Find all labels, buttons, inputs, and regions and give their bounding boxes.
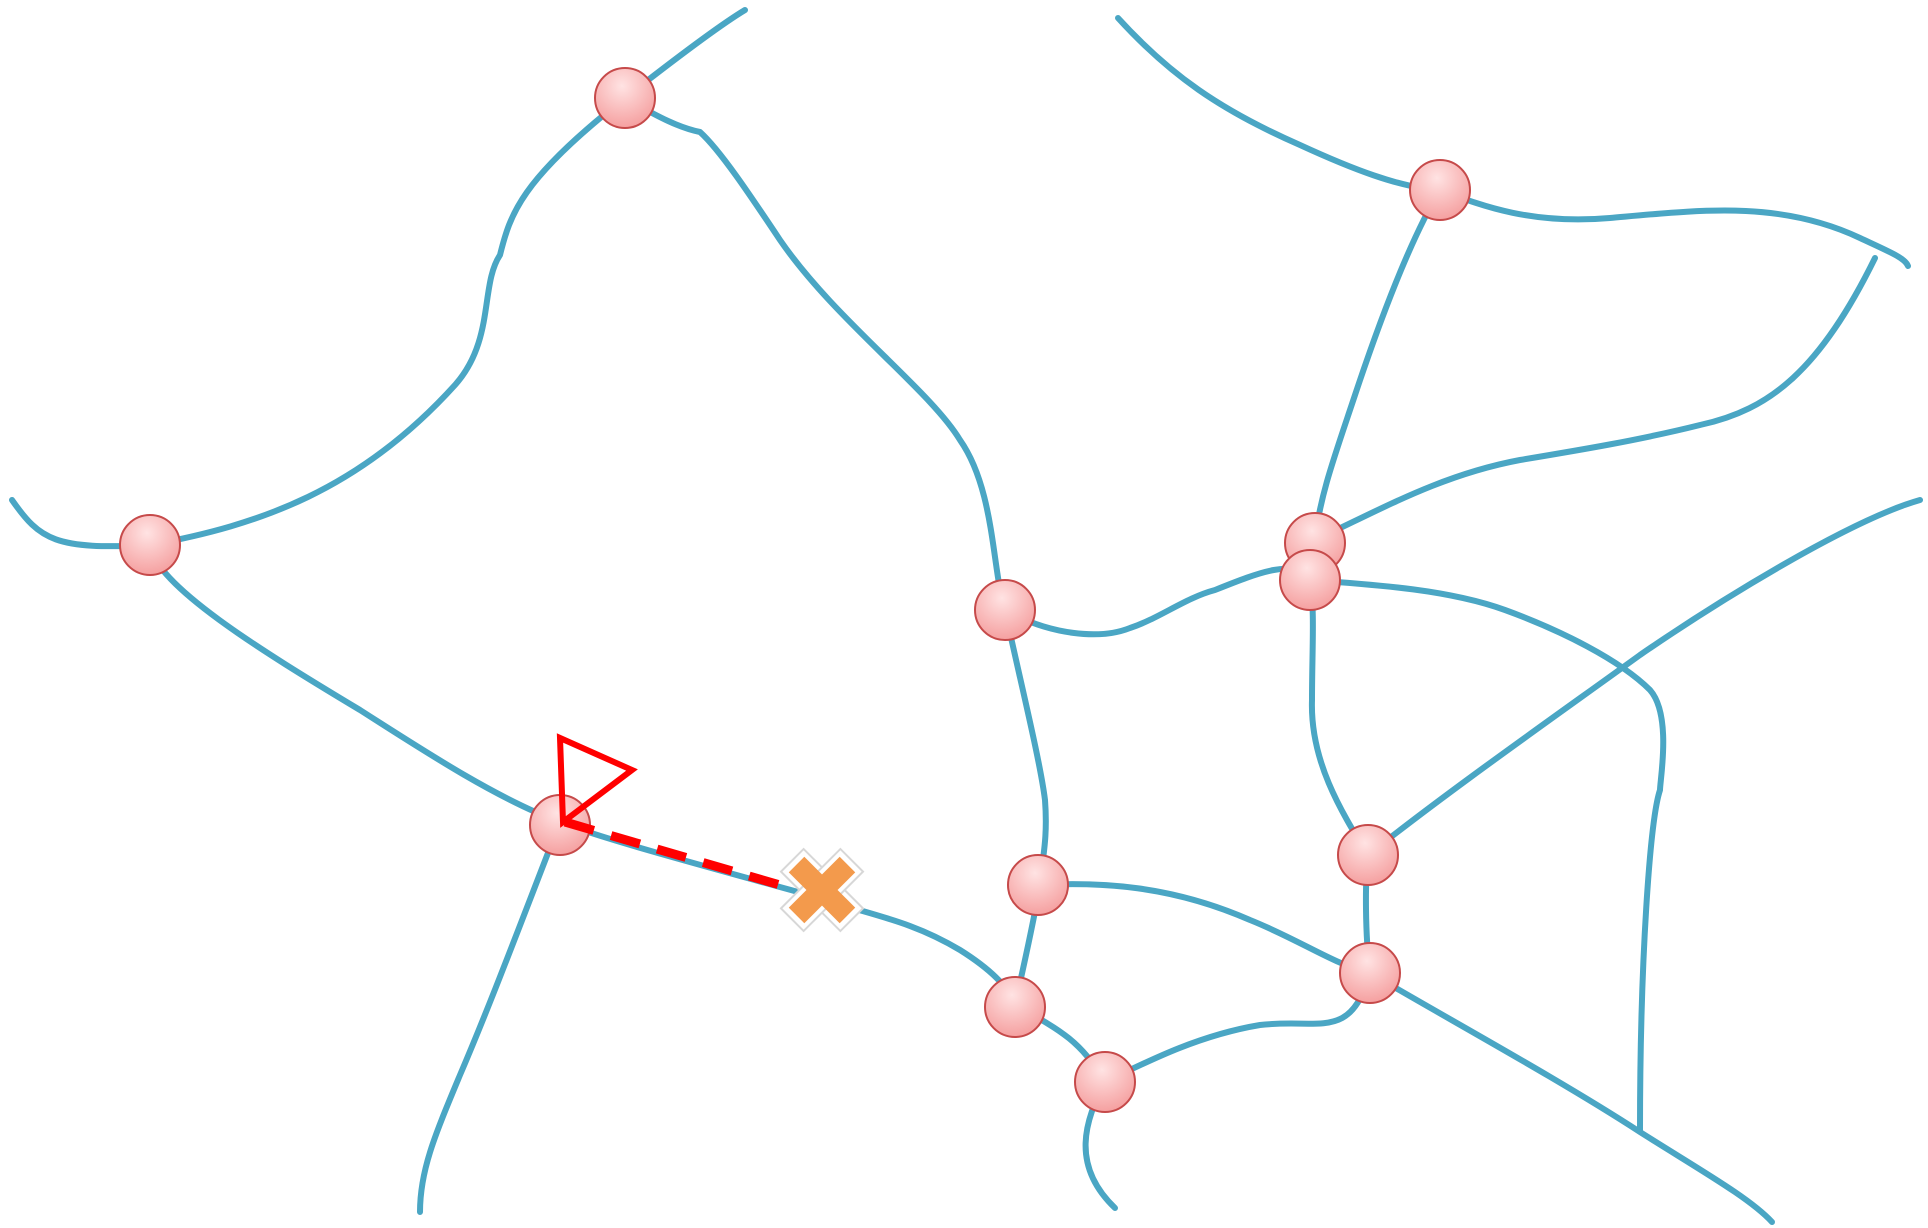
road-segment: [1002, 565, 1313, 638]
road-segment: [417, 819, 563, 1215]
intersection-node: [1279, 549, 1341, 611]
intersection-layer: [119, 67, 1471, 1113]
x-mark-icon: [779, 847, 865, 933]
road-segment: [622, 95, 1008, 613]
intersection-node: [1074, 1051, 1136, 1113]
intersection-node: [1337, 824, 1399, 886]
road-segment: [1102, 970, 1373, 1085]
triangle-outline-icon: [556, 733, 638, 828]
intersection-node: [119, 514, 181, 576]
road-segment: [1312, 187, 1443, 543]
road-segment: [1437, 187, 1911, 269]
route-overlay: [556, 733, 865, 933]
road-segment: [1365, 497, 1923, 858]
road-segment: [1307, 577, 1371, 858]
intersection-node: [974, 579, 1036, 641]
road-segment: [147, 542, 563, 825]
road-segment: [1312, 255, 1878, 543]
intersection-node: [984, 976, 1046, 1038]
intersection-node: [1339, 942, 1401, 1004]
intersection-node: [594, 67, 656, 129]
road-segment: [1002, 607, 1049, 888]
road-layer: [9, 7, 1923, 1225]
road-segment: [1037, 881, 1373, 976]
intersection-node: [1007, 854, 1069, 916]
road-segment: [1307, 577, 1667, 1133]
road-segment: [147, 7, 748, 548]
planned-path-dashed: [563, 817, 792, 893]
road-segment: [1115, 15, 1443, 193]
intersection-node: [1409, 159, 1471, 221]
road-segment: [1367, 970, 1775, 1225]
